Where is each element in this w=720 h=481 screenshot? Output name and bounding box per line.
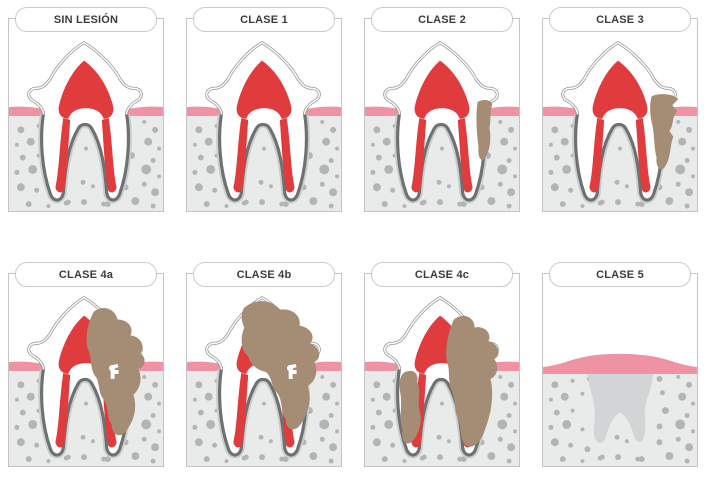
panel-label: CLASE 3 — [596, 13, 644, 26]
panel-label-pill: CLASE 4a — [15, 262, 157, 287]
panel-class4b: CLASE 4b — [186, 262, 342, 467]
panel-label: CLASE 4c — [414, 268, 470, 281]
panel-healthy: SIN LESIÓN — [8, 7, 164, 212]
tooth-illustration — [365, 274, 519, 466]
panel-label: CLASE 2 — [418, 13, 466, 26]
panel-class4c: CLASE 4c — [364, 262, 520, 467]
panel-label-pill: CLASE 2 — [371, 7, 513, 32]
tooth-illustration — [9, 274, 163, 466]
tooth-illustration — [543, 274, 697, 466]
panel-label-pill: SIN LESIÓN — [15, 7, 157, 32]
tooth-illustration — [187, 274, 341, 466]
tooth-illustration — [543, 19, 697, 211]
panel-label-pill: CLASE 4c — [371, 262, 513, 287]
panel-label-pill: CLASE 1 — [193, 7, 335, 32]
panel-label-pill: CLASE 4b — [193, 262, 335, 287]
panel-label-pill: CLASE 5 — [549, 262, 691, 287]
panel-label-pill: CLASE 3 — [549, 7, 691, 32]
tooth-illustration — [187, 19, 341, 211]
panel-class2: CLASE 2 — [364, 7, 520, 212]
panel-label: CLASE 1 — [240, 13, 288, 26]
tooth-illustration — [365, 19, 519, 211]
panel-label: CLASE 5 — [596, 268, 644, 281]
panel-label: CLASE 4a — [58, 268, 114, 281]
panel-class4a: CLASE 4a — [8, 262, 164, 467]
panel-class1: CLASE 1 — [186, 7, 342, 212]
tooth-illustration — [9, 19, 163, 211]
panel-label: SIN LESIÓN — [53, 13, 119, 26]
panel-class5: CLASE 5 — [542, 262, 698, 467]
panel-label: CLASE 4b — [236, 268, 292, 281]
panel-class3: CLASE 3 — [542, 7, 698, 212]
